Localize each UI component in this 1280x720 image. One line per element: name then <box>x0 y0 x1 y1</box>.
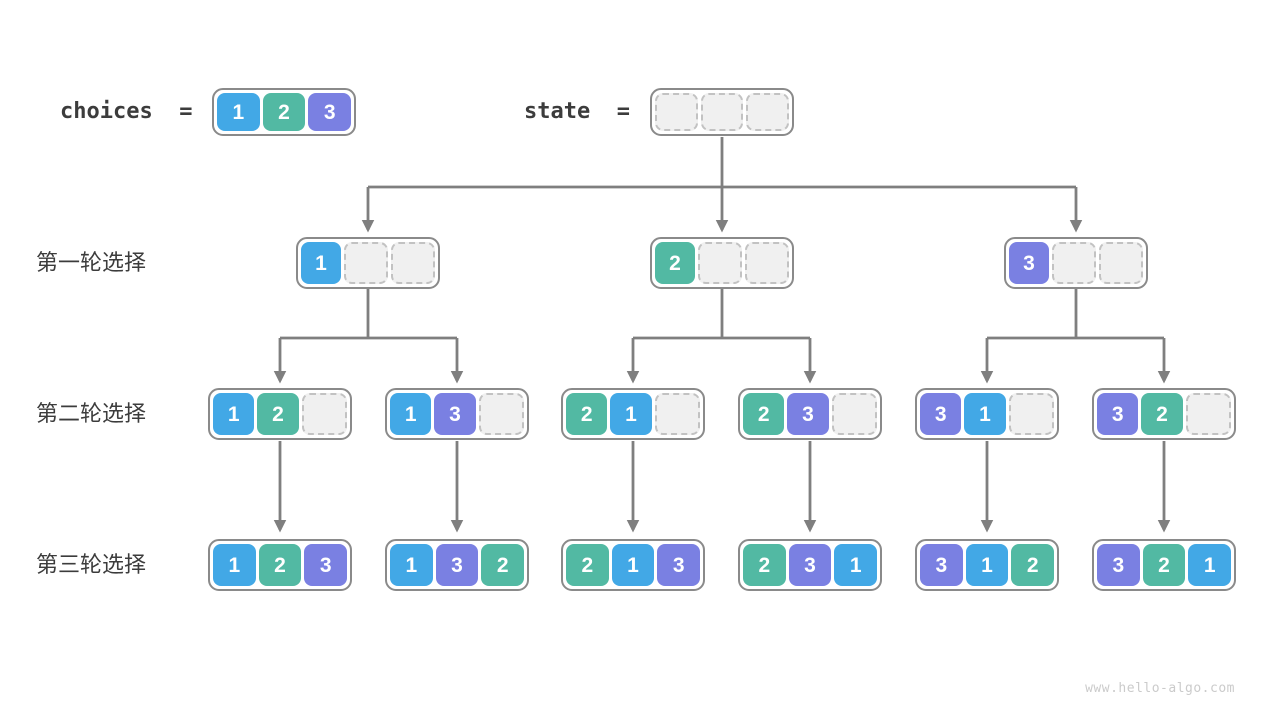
array-cell: 1 <box>301 242 341 284</box>
array-cell: 1 <box>390 544 433 586</box>
array-cell: 2 <box>1011 544 1055 586</box>
array-cell: 2 <box>257 393 299 435</box>
row-label-round-2: 第二轮选择 <box>36 401 147 426</box>
array-box-state <box>650 88 794 136</box>
array-cell: 3 <box>308 93 352 131</box>
array-cell-empty <box>745 242 789 284</box>
array-cell: 3 <box>788 544 832 586</box>
array-cell-empty <box>1008 393 1054 435</box>
array-cell-empty <box>698 242 742 284</box>
array-cell-empty <box>746 93 790 131</box>
array-cell: 2 <box>566 393 608 435</box>
array-cell: 1 <box>834 544 878 586</box>
array-cell-empty <box>1099 242 1143 284</box>
array-cell: 2 <box>655 242 695 284</box>
row-label-round-3: 第三轮选择 <box>36 552 147 577</box>
array-cell: 3 <box>1009 242 1049 284</box>
array-cell: 1 <box>213 393 255 435</box>
array-cell-empty <box>391 242 435 284</box>
array-cell: 1 <box>611 544 655 586</box>
array-box: 3 <box>1004 237 1148 289</box>
array-cell: 3 <box>1097 393 1139 435</box>
footer-watermark: www.hello-algo.com <box>1085 681 1235 696</box>
array-cell: 1 <box>965 544 1009 586</box>
array-cell: 2 <box>743 544 786 586</box>
array-cell-empty <box>700 93 744 131</box>
array-cell: 1 <box>1188 544 1232 586</box>
array-cell: 2 <box>481 544 525 586</box>
array-cell-empty <box>1052 242 1096 284</box>
array-cell-empty <box>478 393 524 435</box>
array-cell: 3 <box>434 393 476 435</box>
state-label: state = <box>524 99 630 124</box>
row-label-round-1: 第一轮选择 <box>36 250 147 275</box>
array-cell: 3 <box>1097 544 1140 586</box>
array-cell-empty <box>344 242 388 284</box>
array-cell: 2 <box>566 544 609 586</box>
array-cell: 3 <box>920 544 963 586</box>
array-box: 1 <box>296 237 440 289</box>
array-cell: 3 <box>657 544 701 586</box>
choices-label: choices = <box>60 99 193 124</box>
array-cell-empty <box>1185 393 1231 435</box>
array-cell: 3 <box>435 544 479 586</box>
array-box: 2 <box>650 237 794 289</box>
array-cell: 2 <box>1141 393 1183 435</box>
array-cell-empty <box>654 393 700 435</box>
array-cell: 1 <box>610 393 652 435</box>
array-cell-empty <box>301 393 347 435</box>
array-cell-empty <box>655 93 698 131</box>
array-cell: 1 <box>217 93 260 131</box>
array-cell: 3 <box>787 393 829 435</box>
array-cell: 3 <box>304 544 348 586</box>
array-cell: 2 <box>743 393 785 435</box>
array-cell: 2 <box>1142 544 1186 586</box>
array-cell: 1 <box>390 393 432 435</box>
array-cell: 3 <box>920 393 962 435</box>
array-cell: 1 <box>213 544 256 586</box>
array-cell-empty <box>831 393 877 435</box>
array-cell: 2 <box>262 93 306 131</box>
array-cell: 1 <box>964 393 1006 435</box>
array-cell: 2 <box>258 544 302 586</box>
